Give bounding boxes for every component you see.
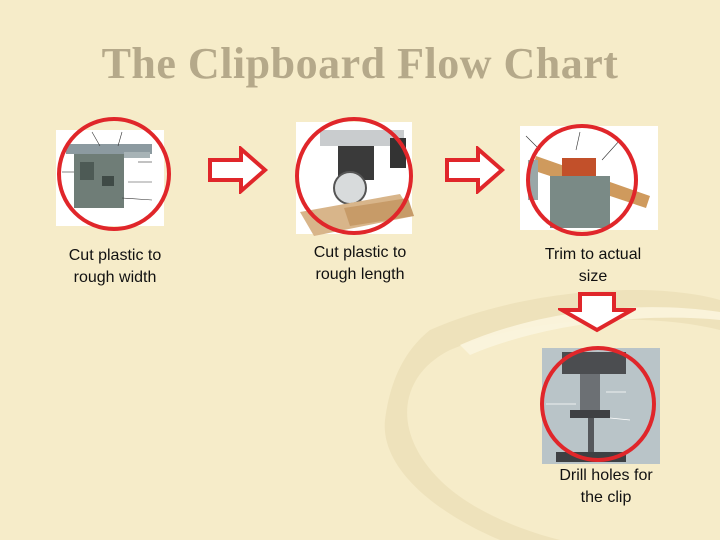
table-saw-image: [56, 117, 171, 231]
step-caption-1: Cut plastic to rough width: [40, 245, 190, 289]
radial-arm-saw-image: [295, 117, 414, 236]
drill-press-image: [540, 346, 660, 464]
caption-line: rough length: [315, 266, 405, 283]
caption-line: Cut plastic to: [313, 244, 407, 261]
caption-line: rough width: [73, 269, 157, 286]
step-caption-2: Cut plastic to rough length: [285, 242, 435, 286]
caption-line: Drill holes for: [559, 467, 653, 484]
caption-line: Cut plastic to: [68, 247, 162, 264]
right-arrow-icon: [445, 146, 506, 194]
page-title: The Clipboard Flow Chart: [101, 39, 619, 88]
down-arrow-icon: [558, 292, 636, 333]
caption-line: size: [578, 268, 608, 285]
step-caption-3: Trim to actual size: [518, 244, 668, 288]
step-caption-4: Drill holes for the clip: [531, 465, 681, 509]
caption-line: the clip: [580, 489, 632, 506]
caption-line: Trim to actual: [544, 246, 642, 263]
right-arrow-icon: [208, 146, 269, 194]
jointer-image: [520, 124, 658, 236]
